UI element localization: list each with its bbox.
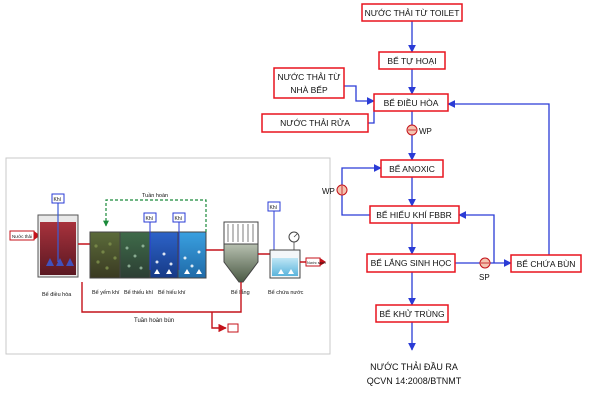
- clean-water-tank-label: Bể chứa nước: [268, 289, 304, 296]
- anoxic-tank: [119, 231, 151, 279]
- aerobic-tank: [149, 231, 207, 279]
- pump-wp-1-label: WP: [419, 127, 432, 136]
- treatment-flowchart: NƯỚC THẢI TỪ TOILET BỂ TỰ HOẠI NƯỚC THẢI…: [261, 3, 582, 386]
- air-label-4: Khí: [270, 205, 278, 211]
- effluent-label-line2: QCVN 14:2008/BTNMT: [367, 376, 462, 386]
- box-disinfection-tank: BỂ KHỬ TRÙNG: [375, 304, 449, 323]
- box-washing-wastewater: NƯỚC THẢI RỬA: [261, 113, 369, 133]
- septic-tank-label: BỂ TỰ HOẠI: [387, 55, 436, 66]
- arrow-kitchen-to-equalization: [344, 85, 375, 105]
- pump-wp-2: WP: [322, 184, 348, 196]
- anaerobic-tank: [89, 231, 121, 279]
- air-box-1: Khí: [51, 193, 65, 204]
- disinfection-tank-label: BỂ KHỬ TRÙNG: [379, 308, 444, 319]
- pump-wp-1: WP: [406, 124, 432, 136]
- pump-sp-label: SP: [479, 273, 490, 282]
- kitchen-wastewater-line2: NHÀ BẾP: [290, 85, 328, 95]
- pump-sp: SP: [479, 257, 491, 282]
- inlet-arrow: Nước thải: [9, 230, 40, 241]
- sludge-return-line: [81, 282, 242, 333]
- box-kitchen-wastewater: NƯỚC THẢI TỪ NHÀ BẾP: [273, 67, 345, 99]
- pump-wp-2-label: WP: [322, 187, 335, 196]
- aerobic-tank-label: Bể hiếu khí: [158, 289, 186, 296]
- air-box-2: Khí: [143, 212, 157, 270]
- equalization-tank: [37, 202, 79, 278]
- effluent-label-line1: NƯỚC THẢI ĐẦU RA: [370, 361, 458, 372]
- pressure-gauge: [288, 231, 300, 252]
- washing-wastewater-label: NƯỚC THẢI RỬA: [280, 117, 350, 128]
- box-biological-settling-tank: BỂ LẮNG SINH HỌC: [366, 253, 456, 273]
- outlet-label: Nước sạch: [307, 261, 326, 265]
- air-label-3: Khí: [175, 216, 183, 222]
- anaerobic-tank-label: Bể yếm khí: [92, 289, 120, 296]
- arrow-sludge-return-to-fbbr: [458, 211, 495, 263]
- process-schematic: Nước thải Bể điều hòa Khí: [5, 157, 331, 355]
- clean-water-tank: [269, 249, 301, 279]
- box-sludge-tank: BỂ CHỨA BÙN: [510, 254, 582, 273]
- anoxic-tank-flow-label: BỂ ANOXIC: [389, 163, 435, 174]
- settling-tank: [223, 221, 259, 283]
- box-septic-tank: BỂ TỰ HOẠI: [378, 51, 446, 70]
- inlet-label: Nước thải: [12, 234, 32, 239]
- equalization-tank-label: Bể điều hòa: [42, 291, 72, 298]
- aerobic-fbbr-tank-label: BỂ HIẾU KHÍ FBBR: [376, 209, 452, 220]
- air-label-2: Khí: [146, 216, 154, 222]
- sludge-tank-label: BỂ CHỨA BÙN: [517, 258, 576, 269]
- sludge-outlet: [227, 323, 239, 333]
- box-anoxic-tank: BỂ ANOXIC: [380, 159, 444, 178]
- air-box-3: Khí: [172, 212, 186, 270]
- biological-settling-tank-label: BỂ LẮNG SINH HỌC: [371, 257, 452, 268]
- anoxic-tank-label: Bể thiếu khí: [124, 289, 154, 296]
- box-aerobic-fbbr-tank: BỂ HIẾU KHÍ FBBR: [369, 205, 460, 224]
- kitchen-wastewater-line1: NƯỚC THẢI TỪ: [277, 71, 340, 82]
- toilet-wastewater-label: NƯỚC THẢI TỪ TOILET: [365, 7, 460, 18]
- air-label-1: Khí: [54, 197, 62, 203]
- arrow-sludge-to-equalization: [447, 100, 550, 255]
- flow-arrows: [341, 21, 550, 351]
- outlet-arrow: Nước sạch: [300, 257, 326, 267]
- recirculation-line: [103, 199, 207, 232]
- equalization-tank-flow-label: BỂ ĐIỀU HÒA: [384, 97, 439, 108]
- box-toilet-wastewater: NƯỚC THẢI TỪ TOILET: [361, 3, 463, 22]
- recirculation-label: Tuần hoàn: [142, 193, 168, 199]
- sludge-return-label: Tuần hoàn bùn: [134, 318, 174, 324]
- box-equalization-tank: BỂ ĐIỀU HÒA: [373, 93, 449, 112]
